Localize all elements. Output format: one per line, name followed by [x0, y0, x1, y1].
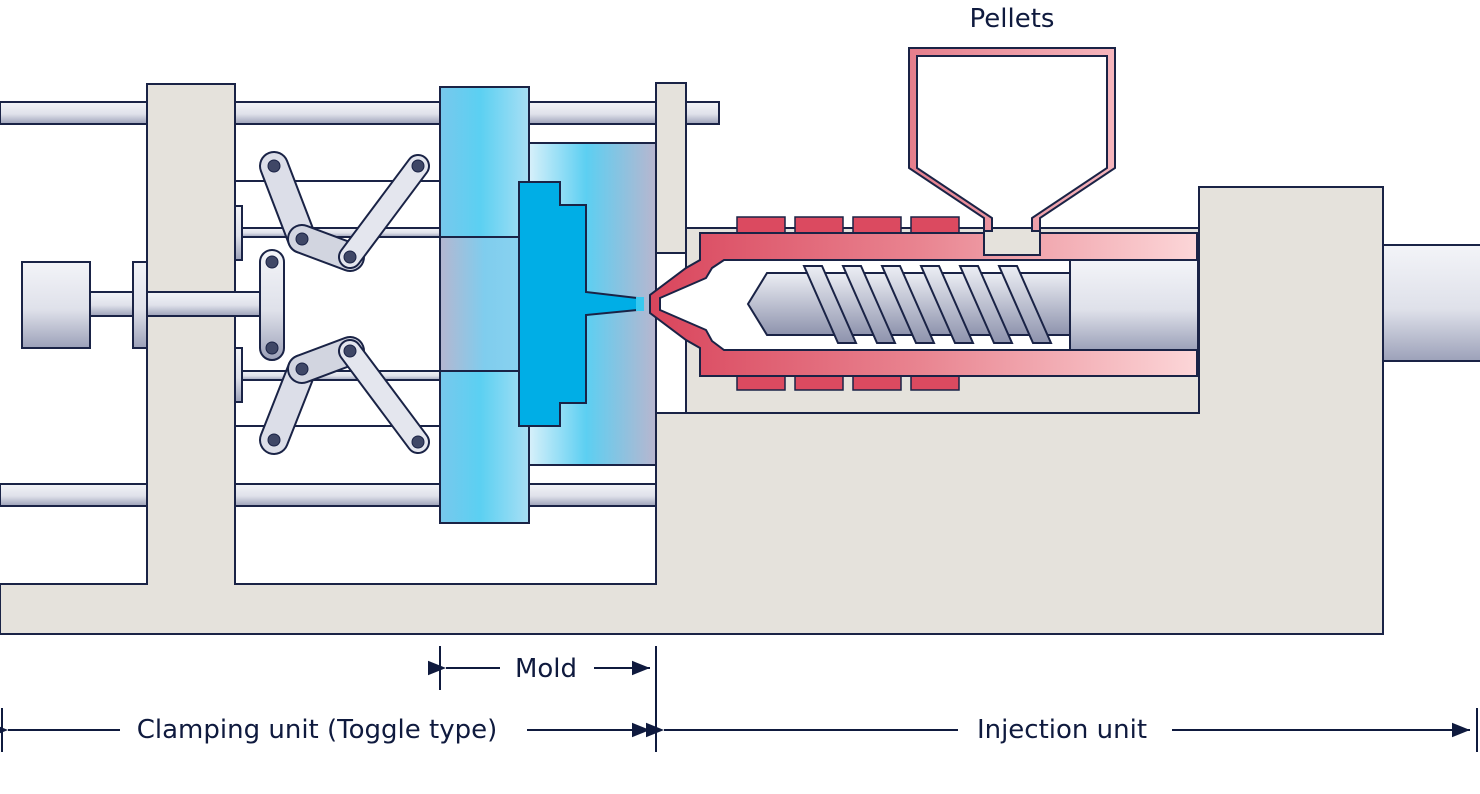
tie-bars: [0, 101, 720, 507]
mold-label: Mold: [515, 654, 577, 684]
toggle-pins: [265, 159, 425, 449]
drive-motor: [1382, 244, 1480, 362]
mold-dimension: Mold: [428, 646, 657, 752]
clamping-unit-dimension: Clamping unit (Toggle type): [0, 708, 650, 752]
injection-unit-label: Injection unit: [977, 715, 1147, 745]
injection-unit-dimension: Injection unit: [646, 708, 1478, 752]
stationary-platen: [655, 82, 687, 254]
clamping-unit-label: Clamping unit (Toggle type): [137, 715, 497, 745]
pellets-label: Pellets: [970, 4, 1055, 34]
toggle-links: [259, 151, 430, 455]
screw: [746, 259, 1199, 351]
clamp-cylinder: [21, 249, 285, 361]
hopper: [908, 47, 1116, 232]
mold-cavity: [518, 181, 644, 427]
